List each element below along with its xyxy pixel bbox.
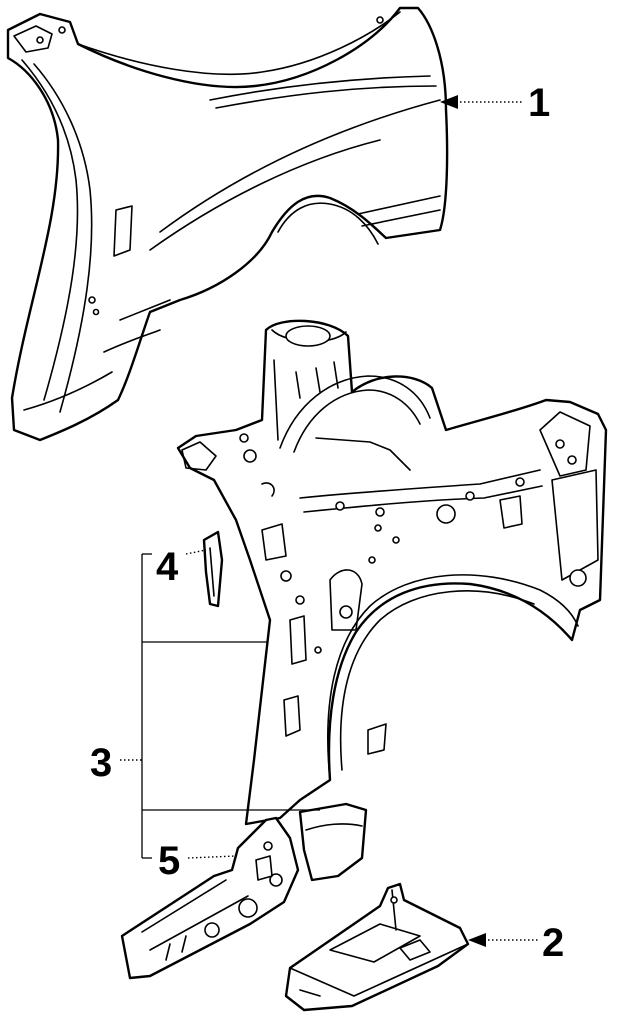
callout-1: 1 (528, 81, 550, 125)
wheelhouse-extension[interactable] (298, 802, 368, 882)
callout-4: 4 (156, 545, 179, 589)
callout-5: 5 (158, 839, 180, 883)
callout-labels: 1 2 3 4 5 (90, 81, 564, 965)
floor-bracket[interactable] (284, 882, 470, 1012)
leader-lines (120, 95, 540, 947)
pillar-bracket[interactable] (202, 530, 224, 608)
lower-rail[interactable] (120, 816, 300, 980)
callout-2: 2 (542, 921, 564, 965)
inner-quarter-panel[interactable] (176, 319, 608, 826)
quarter-panel[interactable] (6, 6, 449, 442)
callout-3: 3 (90, 741, 112, 785)
